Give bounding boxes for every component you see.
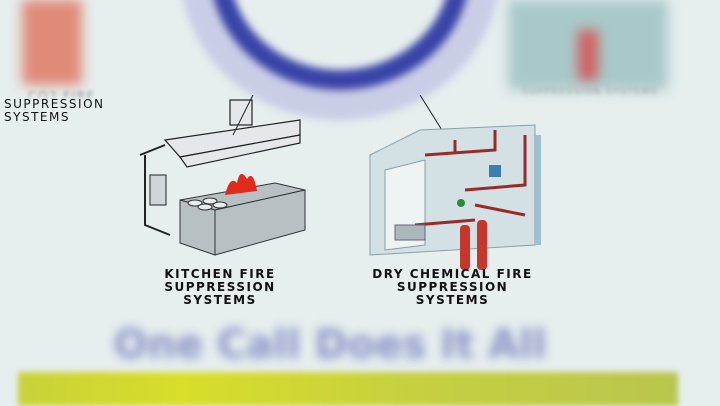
kitchen-caption-line2: SUPPRESSION SYSTEMS [164,280,276,307]
yellow-banner [18,372,678,406]
tagline: One Call Does It All [113,322,547,368]
kitchen-caption-line1: KITCHEN FIRE [164,267,276,281]
co2-cylinder-image [22,0,82,85]
top-right-caption-line: SUPPRESSION SYSTEMS [522,87,658,97]
kitchen-caption: KITCHEN FIRE SUPPRESSION SYSTEMS [125,268,315,307]
dry-chemical-caption: DRY CHEMICAL FIRE SUPPRESSION SYSTEMS [360,268,545,307]
kitchen-diagram [139,95,306,256]
logo-arc [183,0,497,120]
co2-caption: CO2 FIRE SUPPRESSION SYSTEMS [4,90,170,124]
dry-chemical-caption-line1: DRY CHEMICAL FIRE [372,267,533,281]
co2-caption-line1: CO2 FIRE [28,90,96,98]
top-right-red [578,30,598,80]
dry-chemical-diagram [369,95,541,270]
co2-caption-line2: SUPPRESSION SYSTEMS [4,97,105,124]
top-right-caption: SUPPRESSION SYSTEMS [510,86,670,99]
dry-chemical-caption-line2: SUPPRESSION SYSTEMS [396,280,509,307]
